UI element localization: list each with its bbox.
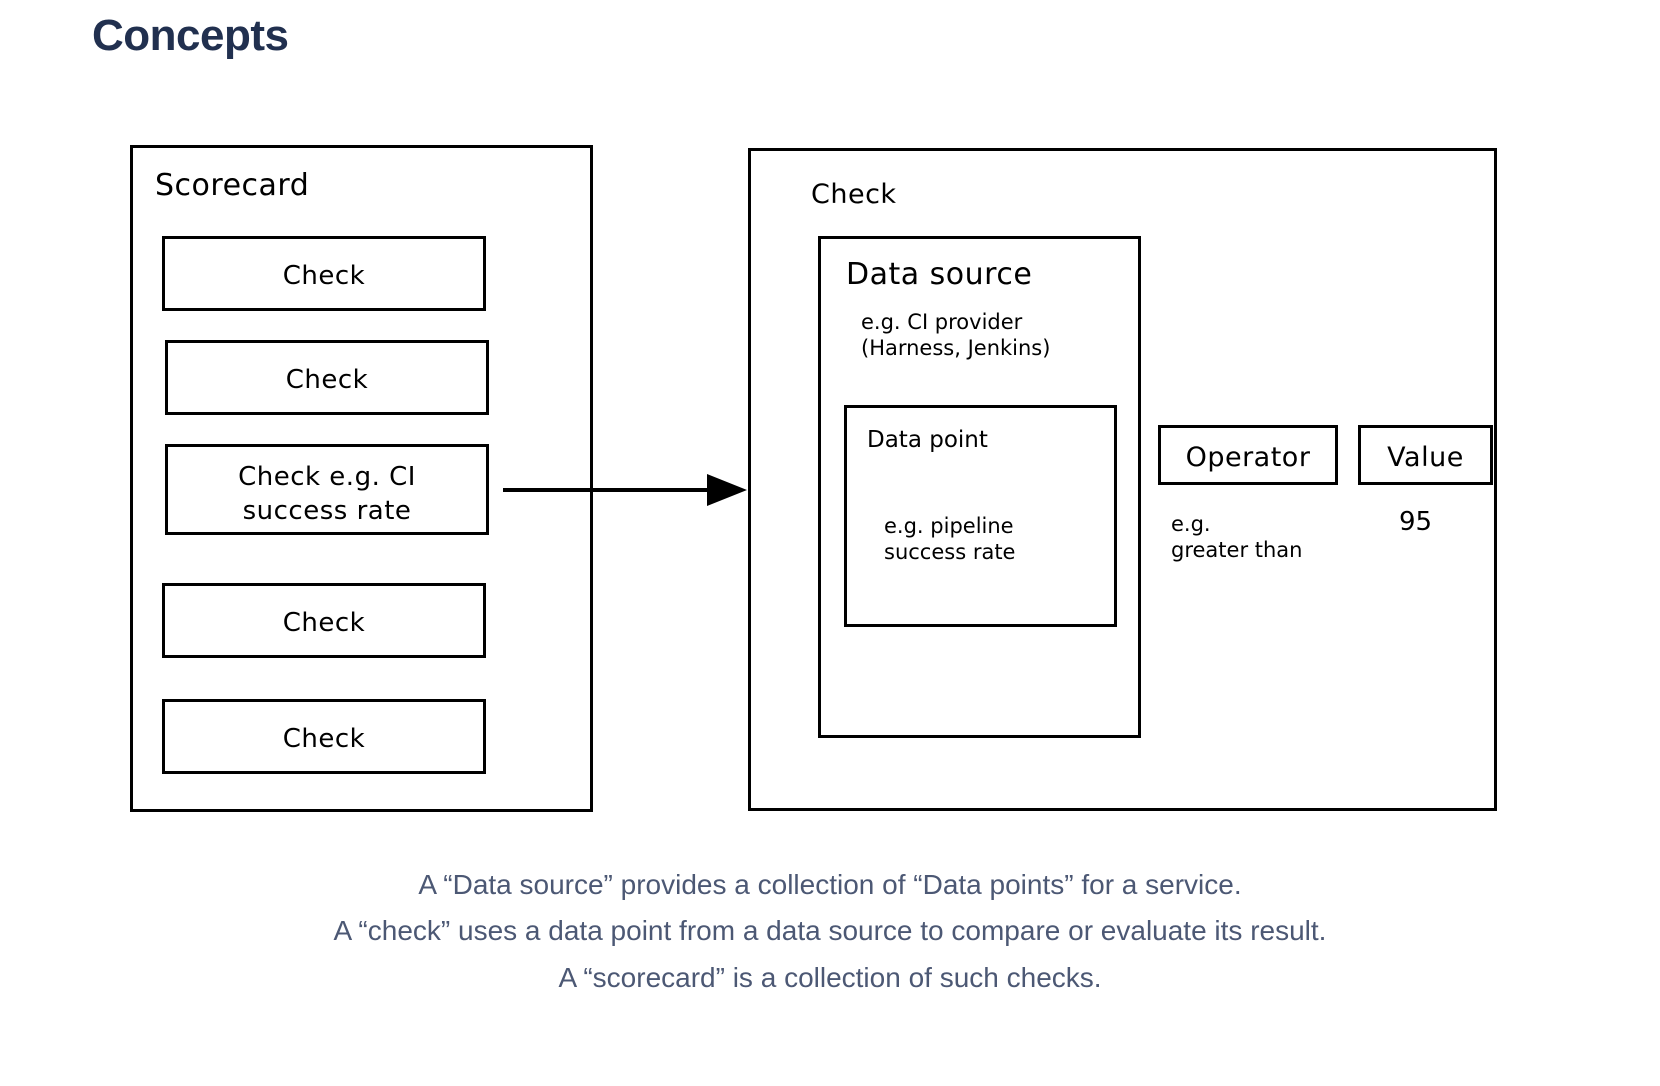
data-point-note: e.g. pipeline success rate <box>884 514 1016 565</box>
operator-note: e.g. greater than <box>1171 512 1303 563</box>
data-point-label: Data point <box>867 427 988 453</box>
check-item-4-label: Check <box>282 608 366 638</box>
check-item-2[interactable]: Check <box>165 340 489 415</box>
page-title: Concepts <box>92 11 289 60</box>
check-item-1[interactable]: Check <box>162 236 486 311</box>
value-box[interactable]: Value <box>1358 425 1493 485</box>
check-item-2-label: Check <box>285 365 369 395</box>
check-detail-panel-label: Check <box>811 179 897 210</box>
caption-line-2: A “check” uses a data point from a data … <box>333 915 1327 947</box>
caption-line-1: A “Data source” provides a collection of… <box>418 869 1242 900</box>
scorecard-panel: Scorecard Check Check Check e.g. CI succ… <box>130 145 593 812</box>
value-note: 95 <box>1399 507 1433 537</box>
check-item-1-label: Check <box>282 261 366 291</box>
data-source-note: e.g. CI provider (Harness, Jenkins) <box>861 310 1051 361</box>
data-source-box[interactable]: Data source e.g. CI provider (Harness, J… <box>818 236 1141 738</box>
caption-line-3: A “scorecard” is a collection of such ch… <box>558 961 1102 993</box>
operator-box[interactable]: Operator <box>1158 425 1338 485</box>
operator-label: Operator <box>1185 442 1311 473</box>
check-item-ci-success-rate-label: Check e.g. CI success rate <box>238 462 416 526</box>
check-item-4[interactable]: Check <box>162 583 486 658</box>
arrow-right-icon <box>503 474 747 506</box>
caption: A “Data source” provides a collection of… <box>0 862 1660 1001</box>
check-detail-panel: Check Data source e.g. CI provider (Harn… <box>748 148 1497 811</box>
check-item-5[interactable]: Check <box>162 699 486 774</box>
value-label: Value <box>1387 442 1464 473</box>
scorecard-panel-label: Scorecard <box>155 168 310 203</box>
check-item-ci-success-rate[interactable]: Check e.g. CI success rate <box>165 444 489 535</box>
data-source-label: Data source <box>846 257 1033 292</box>
data-point-box[interactable]: Data point e.g. pipeline success rate <box>844 405 1117 627</box>
check-item-5-label: Check <box>282 724 366 754</box>
